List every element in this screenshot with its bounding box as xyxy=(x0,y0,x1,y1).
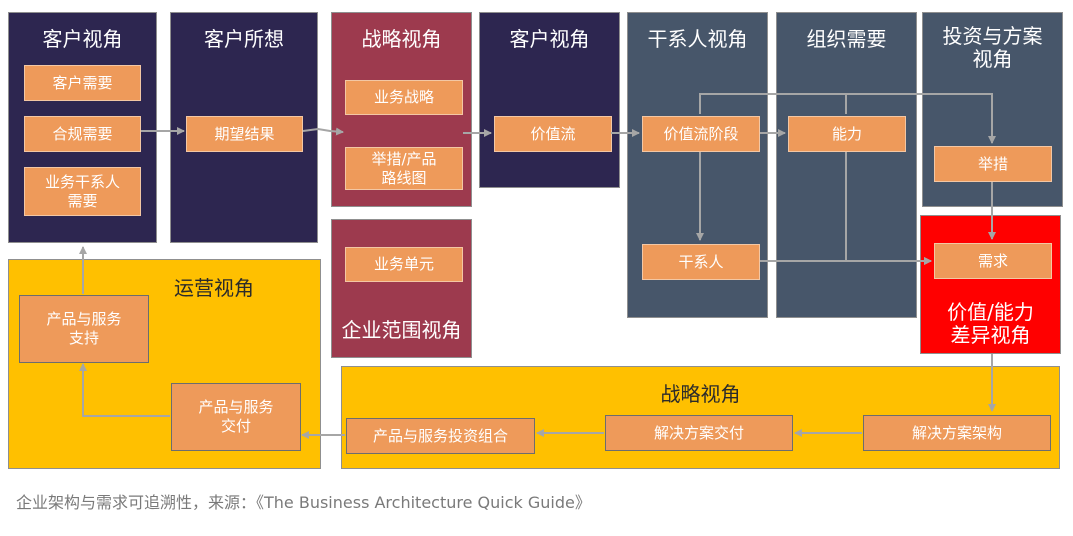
capability-box: 能力 xyxy=(788,116,906,152)
business-strategy-box: 业务战略 xyxy=(345,80,463,115)
customer-view-panel-2: 客户视角 价值流 xyxy=(479,12,620,188)
differentiation-view-panel: 需求 价值/能力 差异视角 xyxy=(920,215,1061,354)
panel-title: 组织需要 xyxy=(806,27,887,51)
value-stream-box: 价值流 xyxy=(494,116,612,152)
panel-title: 客户所想 xyxy=(204,27,284,51)
customer-needs-box: 客户需要 xyxy=(24,65,141,101)
panel-title: 客户视角 xyxy=(509,27,590,51)
panel-title: 投资与方案 视角 xyxy=(942,24,1043,71)
solution-delivery-box: 解决方案交付 xyxy=(605,415,793,451)
stakeholder-box: 干系人 xyxy=(642,244,760,280)
business-stakeholder-needs-box: 业务干系人 需要 xyxy=(24,167,141,216)
panel-title: 运营视角 xyxy=(174,276,254,300)
initiative-box: 举措 xyxy=(934,146,1052,182)
requirement-box: 需求 xyxy=(934,243,1052,279)
panel-title: 战略视角 xyxy=(660,382,741,406)
figure-caption: 企业架构与需求可追溯性，来源：《The Business Architectur… xyxy=(16,493,591,512)
operations-view-panel: 运营视角 产品与服务 支持 产品与服务 交付 xyxy=(8,259,321,469)
solution-architecture-box: 解决方案架构 xyxy=(863,415,1051,451)
panel-title: 战略视角 xyxy=(361,27,442,51)
value-stream-stage-box: 价值流阶段 xyxy=(642,116,760,152)
expected-results-box: 期望结果 xyxy=(186,116,303,152)
product-service-support-box: 产品与服务 支持 xyxy=(19,295,149,363)
strategy-view-panel: 战略视角 业务战略 举措/产品 路线图 xyxy=(331,12,472,207)
panel-title: 干系人视角 xyxy=(647,27,748,51)
org-needs-panel: 组织需要 能力 xyxy=(776,12,917,318)
portfolio-box: 产品与服务投资组合 xyxy=(346,418,535,454)
enterprise-scope-panel: 业务单元 企业范围视角 xyxy=(331,219,472,358)
product-service-delivery-box: 产品与服务 交付 xyxy=(171,383,301,451)
customer-thinks-panel: 客户所想 期望结果 xyxy=(170,12,318,243)
panel-title: 客户视角 xyxy=(42,27,123,51)
initiative-roadmap-box: 举措/产品 路线图 xyxy=(345,147,463,190)
strategy-view-bottom-panel: 战略视角 产品与服务投资组合 解决方案交付 解决方案架构 xyxy=(341,366,1060,469)
business-unit-box: 业务单元 xyxy=(345,247,463,282)
customer-view-panel: 客户视角 客户需要 合规需要 业务干系人 需要 xyxy=(8,12,157,243)
panel-title: 企业范围视角 xyxy=(341,318,462,342)
investment-view-panel: 投资与方案 视角 举措 xyxy=(922,12,1063,207)
compliance-needs-box: 合规需要 xyxy=(24,116,141,152)
stakeholder-view-panel: 干系人视角 价值流阶段 干系人 xyxy=(627,12,768,318)
panel-title: 价值/能力 差异视角 xyxy=(947,300,1034,347)
